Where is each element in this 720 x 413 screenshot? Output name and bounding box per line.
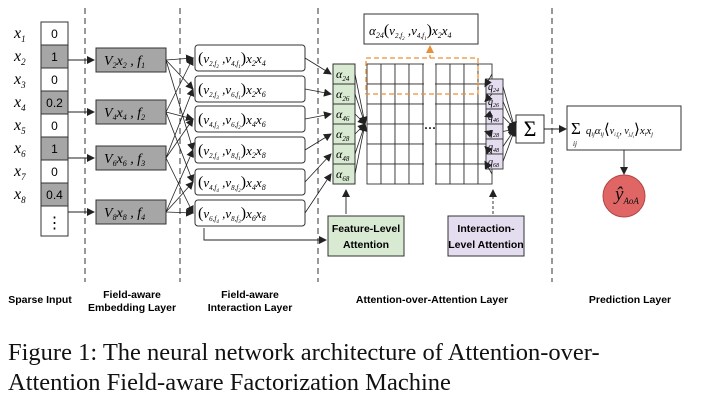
input-label-x5: x5: [13, 117, 26, 136]
interaction-text-1: (v2,f2 ,v4,f1)x2x4: [198, 50, 266, 70]
embedding-text-3: V6x6 , f3: [104, 152, 145, 168]
input-value-x4: 0.2: [46, 96, 63, 110]
output-node: ŷAoA: [602, 174, 646, 218]
feature-attention-line1: Feature-Level: [332, 223, 400, 235]
input-label-x1: x1: [13, 25, 26, 44]
embedding-text-2: V4x4 , f2: [104, 106, 145, 122]
input-label-x4: x4: [13, 94, 26, 113]
interaction-text-3: (v4,f3 ,v6,f2)x4x6: [198, 111, 266, 131]
prediction-formula: Σ qijαij⟨vi,fj, vj,fi⟩xixj: [571, 119, 653, 139]
q-sum-connections: [502, 86, 517, 162]
input-label-x7: x7: [13, 163, 26, 182]
input-value-x3: 0: [51, 73, 58, 87]
label-aoa: Attention-over-Attention Layer: [356, 294, 508, 306]
sum-symbol: Σ: [524, 116, 537, 141]
interaction-text-2: (v2,f3 ,v6,f1)x2x6: [198, 81, 266, 101]
input-value-x8: 0.4: [46, 188, 63, 202]
feature-level-attention: Feature-Level Attention: [203, 189, 405, 257]
input-value-x1: 0: [51, 27, 58, 41]
input-value-x2: 1: [51, 50, 58, 64]
q-label-2: q26: [488, 97, 499, 109]
input-label-x3: x3: [13, 71, 26, 90]
alpha-label-6: α68: [336, 167, 350, 183]
interaction-alpha-connections: [304, 57, 332, 214]
embedding-text-1: V2x2 , f1: [104, 54, 145, 70]
embedding-box-2: [95, 99, 167, 125]
input-embedding-connections: [68, 56, 95, 216]
input-label-x6: x6: [13, 140, 26, 159]
layer-separators: [84, 8, 553, 282]
feature-attention-line2: Attention: [343, 239, 389, 251]
input-more: ⋮: [47, 215, 63, 232]
input-value-x7: 0: [51, 165, 58, 179]
label-prediction: Prediction Layer: [589, 294, 671, 306]
alpha-column: α24 α26 α46 α28 α48 α68: [332, 63, 356, 185]
embedding-column: V2x2 , f1 V4x4 , f2 V6x6 , f3 V8x8 , f4: [95, 47, 167, 225]
sparse-input-column: x1 0 x2 1 x3 0 x4 0.2 x5 0 x6 1 x7 0 x8 0.4 ⋮: [13, 21, 69, 237]
top-formula: α24(v2,f2 ,v4,f1)x2x4: [369, 22, 452, 42]
grid-ellipsis: ...: [424, 116, 436, 133]
svg-text:ij: ij: [573, 140, 577, 148]
label-interaction-2: Interaction Layer: [208, 302, 293, 314]
interaction-text-6: (v6,f4 ,v8,f3)x6x8: [198, 205, 266, 225]
alpha-label-5: α48: [336, 147, 350, 163]
alpha-grid-connections: [354, 73, 368, 175]
interaction-attention-line2: Level Attention: [448, 239, 523, 251]
embedding-text-4: V8x8 , f4: [104, 206, 145, 222]
interaction-text-4: (v2,f4 ,v8,f1)x2x8: [198, 142, 266, 162]
interaction-text-5: (v4,f4 ,v8,f2)x4x8: [198, 174, 266, 194]
alpha-label-4: α28: [336, 127, 350, 143]
layer-labels: Sparse Input Field-aware Embedding Layer…: [8, 289, 671, 314]
input-cell-more: [40, 205, 69, 237]
label-embedding-1: Field-aware: [103, 289, 161, 301]
sum-node: Σ: [515, 114, 545, 144]
prediction-formula-box: Σ qijαij⟨vi,fj, vj,fi⟩xixj ij: [566, 105, 682, 151]
embedding-interaction-connections: [165, 54, 195, 217]
top-formula-box: α24(v2,f2 ,v4,f1)x2x4: [363, 13, 479, 45]
alpha-label-2: α26: [336, 87, 350, 103]
label-embedding-2: Embedding Layer: [88, 302, 176, 314]
label-sparse-input: Sparse Input: [8, 294, 72, 306]
input-value-x5: 0: [51, 119, 58, 133]
attention-matrix: ...: [366, 63, 493, 185]
input-label-x2: x2: [13, 48, 26, 67]
caption-line2: Attention Field-aware Factorization Mach…: [8, 369, 451, 396]
q-label-1: q24: [488, 82, 499, 94]
alpha-label-3: α46: [336, 107, 350, 123]
grid-q-connections: [484, 73, 493, 175]
label-interaction-1: Field-aware: [221, 289, 279, 301]
interaction-level-attention: Interaction- Level Attention: [447, 189, 525, 257]
highlight-row: [365, 45, 479, 95]
interaction-attention-line1: Interaction-: [457, 223, 515, 235]
input-label-x8: x8: [13, 186, 26, 205]
figure-caption: Figure 1: The neural network architectur…: [8, 338, 713, 398]
alpha-label-1: α24: [336, 67, 350, 83]
interaction-column: (v2,f2 ,v4,f1)x2x4 (v2,f3 ,v6,f1)x2x6 (v4,…: [194, 44, 306, 227]
caption-line1: Figure 1: The neural network architectur…: [8, 339, 600, 366]
input-value-x6: 1: [51, 142, 58, 156]
